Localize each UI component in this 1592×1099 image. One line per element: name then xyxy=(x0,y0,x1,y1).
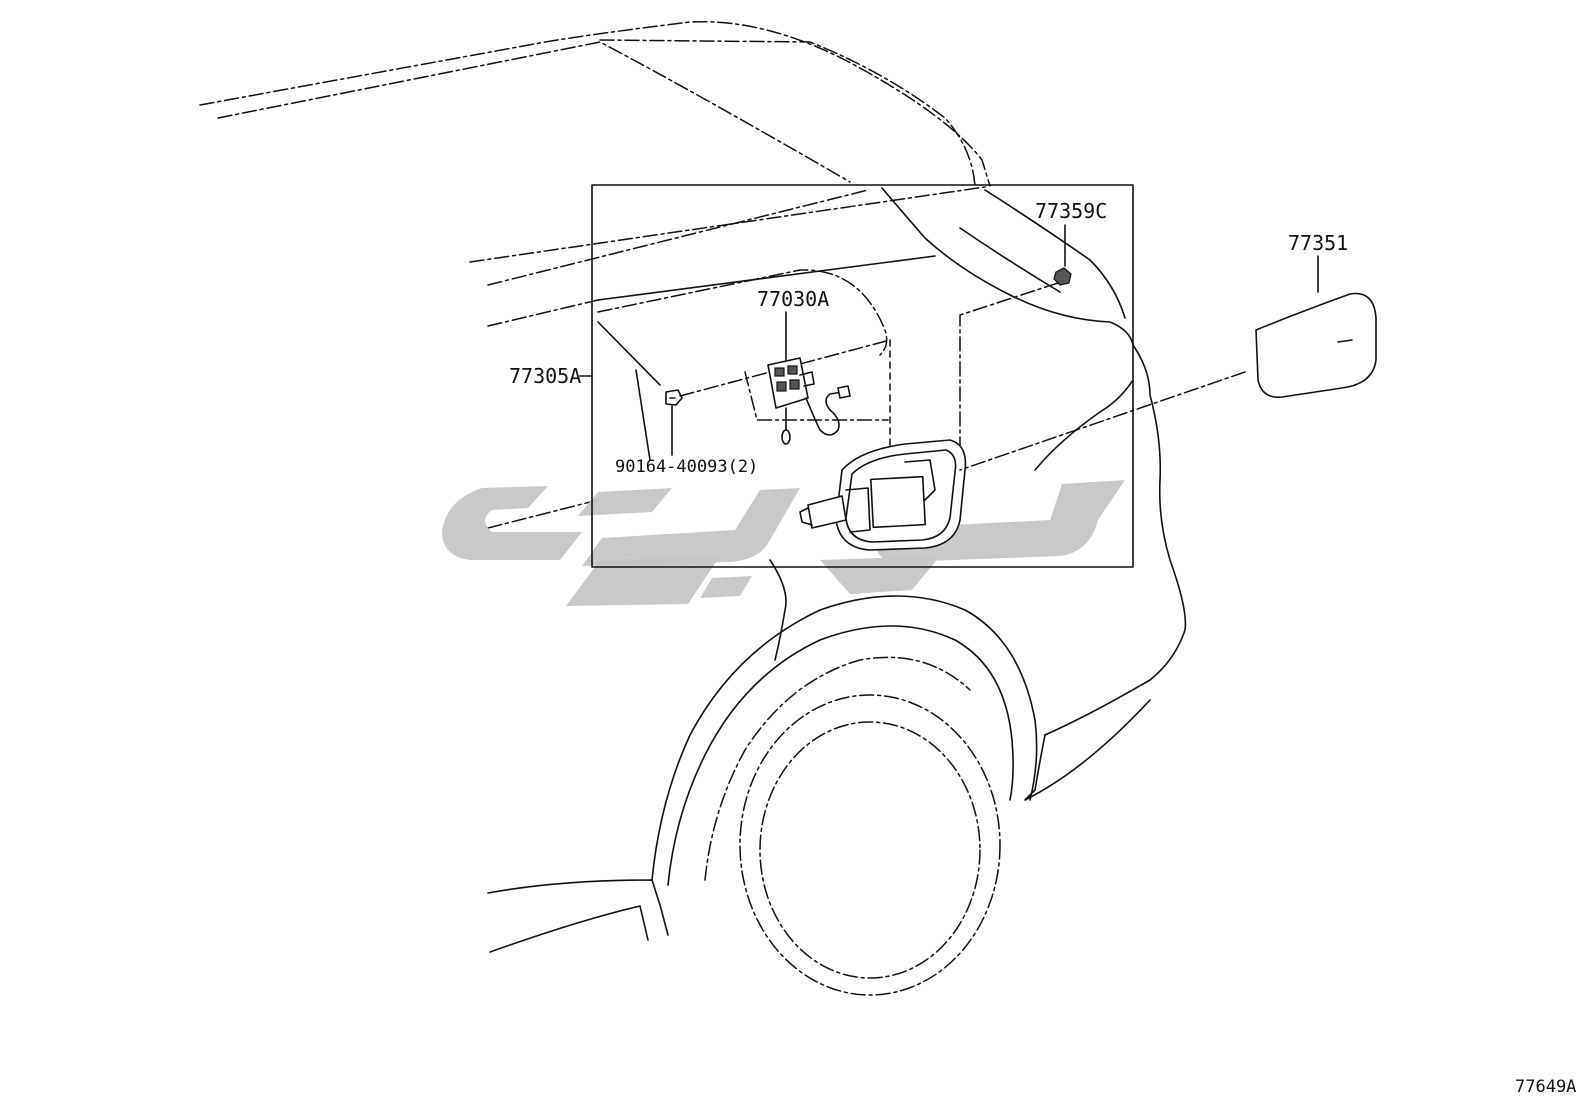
c-pillar-outer xyxy=(881,187,1134,346)
tire-inner xyxy=(759,721,981,979)
roof-line-upper xyxy=(199,20,991,187)
actuator-slot-2 xyxy=(787,365,798,375)
watermark-shape-4 xyxy=(566,556,720,606)
window-line-1 xyxy=(469,186,986,263)
body-crease xyxy=(1034,379,1134,471)
watermark-shape-2 xyxy=(578,488,672,516)
actuator-connector xyxy=(799,371,815,387)
bolt-part xyxy=(665,389,683,406)
actuator-cable xyxy=(805,391,843,436)
pillar-edge-left xyxy=(597,321,661,386)
belt-line-solid xyxy=(597,255,936,301)
actuator-slot-3 xyxy=(776,381,787,392)
callout-77351: 77351 xyxy=(1288,231,1348,255)
c-pillar-inner xyxy=(959,227,1061,293)
actuator-slot-4 xyxy=(789,379,800,390)
wheel-arch-and-wheel xyxy=(487,595,1038,996)
motor-tip xyxy=(799,507,813,526)
belt-line xyxy=(487,299,599,327)
actuator-slot-1 xyxy=(774,367,785,377)
body-side-line xyxy=(769,559,787,661)
roof-line-lower xyxy=(217,41,851,183)
rear-body-side xyxy=(1044,344,1187,736)
side-line-lower xyxy=(487,499,599,529)
pillar-vertical xyxy=(635,369,651,461)
lock-actuator-part xyxy=(767,357,851,445)
leader-lines xyxy=(579,224,1319,456)
watermark-shape-5 xyxy=(700,576,752,598)
roof-rail xyxy=(599,39,976,187)
lower-sill-2 xyxy=(489,905,649,953)
clip-body xyxy=(1053,267,1072,286)
wheel-arch-inner xyxy=(667,625,1014,886)
callout-90164-40093: 90164-40093(2) xyxy=(615,457,758,477)
watermark-shape-1 xyxy=(442,486,582,560)
fuel-filler-door-part xyxy=(1255,292,1377,398)
housing-detail-1 xyxy=(904,459,936,501)
callout-77359c: 77359C xyxy=(1035,199,1107,223)
filler-cap-clip-part xyxy=(1053,267,1072,286)
housing-motor xyxy=(807,495,847,529)
vehicle-body-outline xyxy=(199,20,1187,801)
housing-rim xyxy=(845,449,957,543)
door-panel xyxy=(1255,292,1377,398)
wheel-arch-liner xyxy=(704,656,971,881)
tire-outer xyxy=(739,694,1001,996)
actuator-boundary xyxy=(744,371,889,421)
rear-lower-edge xyxy=(1024,699,1151,801)
housing-opening xyxy=(869,475,927,529)
callout-77305a: 77305A xyxy=(509,364,581,388)
watermark-shape-7 xyxy=(820,556,940,594)
door-assembly-line xyxy=(959,371,1246,471)
window-line-2 xyxy=(487,189,869,286)
quarter-window-edge xyxy=(597,269,888,356)
wheel-arch-outer xyxy=(651,595,1038,881)
figure-code: 77649A xyxy=(1515,1077,1576,1097)
watermark-shape-3 xyxy=(582,488,800,566)
cable-end xyxy=(837,385,851,399)
lower-sill xyxy=(487,879,669,936)
housing-detail-2 xyxy=(845,487,871,533)
c-pillar-glass xyxy=(984,189,1126,319)
callout-77030a: 77030A xyxy=(757,287,829,311)
clip-assembly-line xyxy=(959,282,1059,471)
rod-end xyxy=(781,429,791,445)
fuel-filler-housing-part xyxy=(799,439,967,551)
door-mark xyxy=(1337,339,1353,343)
